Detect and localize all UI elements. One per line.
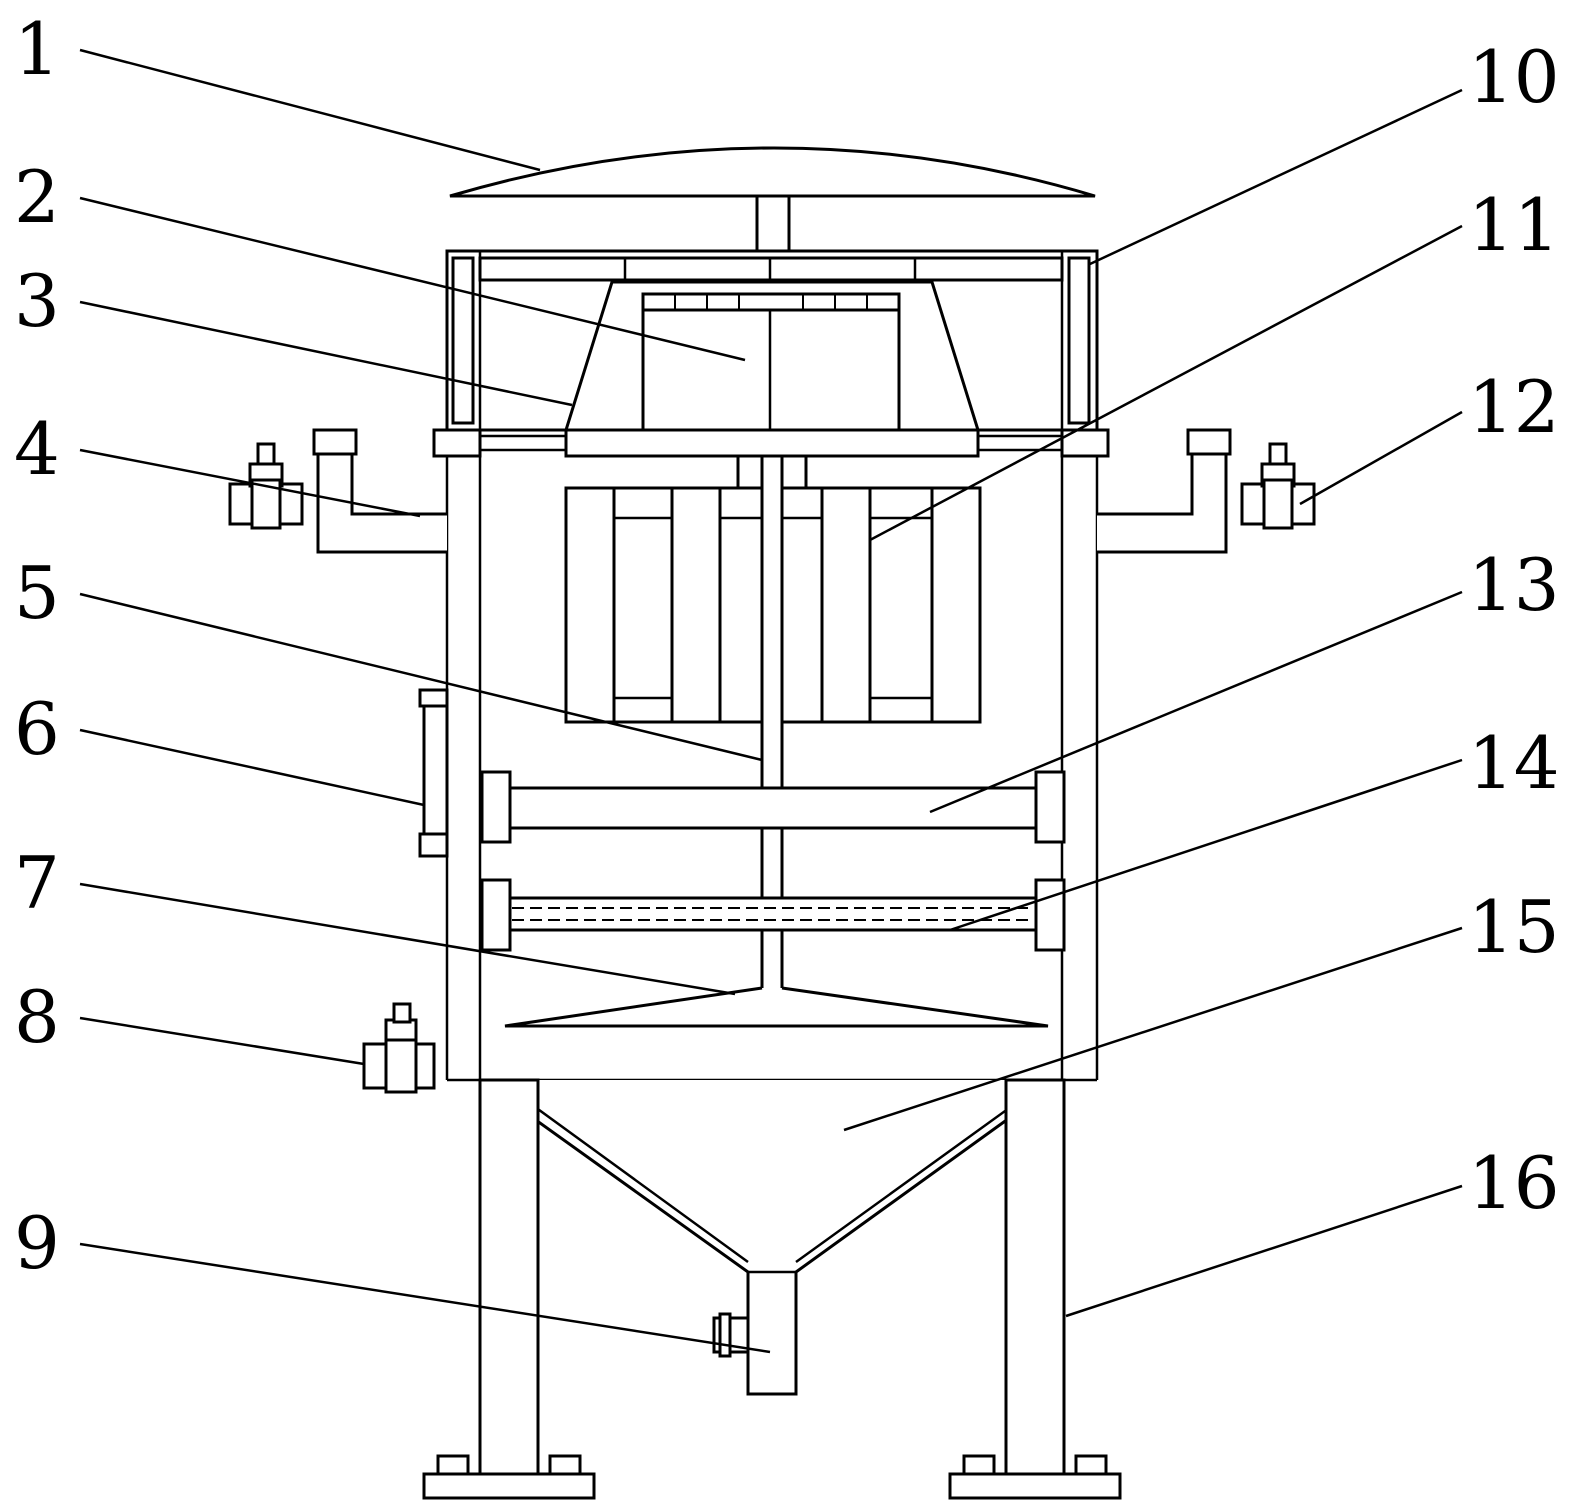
leader-12	[1299, 410, 1463, 506]
label-8: 8	[14, 975, 60, 1059]
leader-1	[79, 48, 541, 172]
leader-16	[1065, 1184, 1463, 1318]
label-2: 2	[14, 155, 60, 239]
leader-15	[843, 926, 1463, 1132]
callout-labels: 1 2 3 4 5 6 7 8 9 10 11 12 13 14 15 16	[14, 7, 1560, 1285]
outlet-valve	[712, 1312, 750, 1358]
motor	[641, 292, 901, 432]
scraper-blade	[504, 986, 1049, 1028]
label-5: 5	[14, 551, 60, 635]
leader-7	[79, 882, 736, 996]
leader-5	[79, 592, 763, 762]
inlet-pipe-right	[1097, 428, 1316, 554]
label-3: 3	[14, 259, 60, 343]
leader-2	[79, 196, 746, 362]
leader-lines	[79, 48, 1463, 1354]
label-12: 12	[1468, 365, 1560, 449]
label-7: 7	[14, 841, 60, 925]
filter-plate	[480, 770, 1066, 844]
drain-valve	[362, 1002, 436, 1094]
label-16: 16	[1468, 1141, 1560, 1225]
label-15: 15	[1468, 885, 1560, 969]
label-13: 13	[1468, 543, 1560, 627]
label-14: 14	[1468, 721, 1560, 805]
label-1: 1	[14, 7, 60, 91]
label-4: 4	[14, 407, 60, 491]
leader-3	[79, 300, 573, 407]
leader-8	[79, 1016, 365, 1066]
inlet-pipe	[228, 428, 447, 554]
leader-13	[929, 590, 1463, 814]
label-10: 10	[1468, 35, 1560, 119]
mesh-plate	[480, 878, 1066, 952]
dome-cover	[449, 146, 1096, 253]
label-11: 11	[1468, 183, 1560, 267]
level-gauge	[418, 688, 449, 858]
leader-4	[79, 448, 421, 518]
support-legs	[422, 1078, 1122, 1500]
top-grille	[478, 256, 1064, 282]
leader-11	[869, 224, 1463, 542]
leader-14	[949, 758, 1463, 932]
conical-hopper	[479, 1078, 1063, 1396]
label-6: 6	[14, 687, 60, 771]
leader-6	[79, 728, 425, 807]
leader-9	[79, 1242, 771, 1354]
label-9: 9	[14, 1201, 60, 1285]
leader-10	[1089, 88, 1463, 266]
